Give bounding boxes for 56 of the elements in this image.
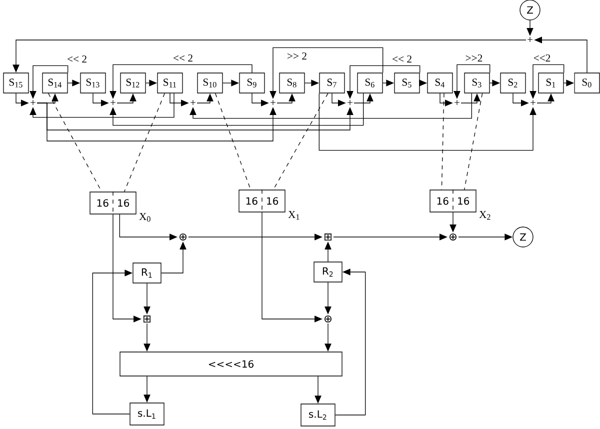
adder-sign: + <box>190 100 196 105</box>
register-box: R$_{1}$ <box>132 262 162 284</box>
transform-box: s.L$_{2}$ <box>300 404 336 426</box>
register-box: S$_{11}$ <box>157 72 183 94</box>
dashed-line <box>124 93 165 192</box>
adder-sign: + <box>348 100 352 105</box>
register-box: S$_{6}$ <box>357 72 383 94</box>
register-box: S$_{10}$ <box>197 72 223 94</box>
transform-box: s.L$_{1}$ <box>130 402 164 426</box>
adder-sign: + <box>30 100 36 105</box>
arrow <box>30 93 174 118</box>
register-box: S$_{14}$ <box>42 72 68 94</box>
arrow <box>335 268 366 416</box>
register-box: S$_{4}$ <box>427 72 453 94</box>
shift-label: << 2 <box>392 55 412 63</box>
adder-sign: + <box>528 37 532 42</box>
dashed-line <box>464 93 483 190</box>
register-box: S$_{9}$ <box>239 72 265 94</box>
xor-sign: ⊕ <box>324 316 332 322</box>
split-box: 16 16 <box>430 189 476 213</box>
split-box: 16 16 <box>238 189 286 213</box>
register-box: S$_{1}$ <box>538 72 564 94</box>
shift-label: >> 2 <box>288 52 306 60</box>
node-caption: X$_{2}$ <box>479 211 490 220</box>
arrow <box>190 93 472 119</box>
register-box: R$_{2}$ <box>314 262 342 282</box>
register-box: S$_{2}$ <box>500 72 526 94</box>
arrow <box>318 93 536 151</box>
node-caption: X$_{0}$ <box>139 213 150 222</box>
arrow <box>110 93 364 126</box>
rotation-box: <<<<16 <box>120 352 342 376</box>
register-box: S$_{7}$ <box>319 72 345 94</box>
xor-sign: ⊕ <box>450 234 456 240</box>
adder-sign: + <box>270 100 276 105</box>
xor-sign: ⊕ <box>180 234 186 240</box>
arrow <box>36 102 354 130</box>
register-box: S$_{15}$ <box>3 72 29 94</box>
adder-sign: + <box>110 100 116 105</box>
dashed-line <box>215 93 251 190</box>
register-box: S$_{12}$ <box>120 72 146 94</box>
register-box: S$_{13}$ <box>80 72 106 94</box>
split-box: 16 16 <box>90 191 136 215</box>
adder-sign: + <box>454 100 460 105</box>
shift-label: >>2 <box>466 54 482 62</box>
adder-sign: + <box>530 100 536 105</box>
node-caption: X$_{1}$ <box>288 211 300 220</box>
register-box: S$_{5}$ <box>394 72 420 94</box>
modular-adder-sign: ⊞ <box>324 234 332 240</box>
register-box: S$_{0}$ <box>574 72 600 94</box>
register-box: S$_{3}$ <box>464 72 490 94</box>
shift-label: << 2 <box>68 55 86 63</box>
modular-adder-sign: ⊞ <box>144 316 150 322</box>
shift-label: <<2 <box>534 54 550 62</box>
register-box: S$_{8}$ <box>279 72 305 94</box>
shift-label: << 2 <box>174 54 192 62</box>
dashed-line <box>273 93 328 190</box>
